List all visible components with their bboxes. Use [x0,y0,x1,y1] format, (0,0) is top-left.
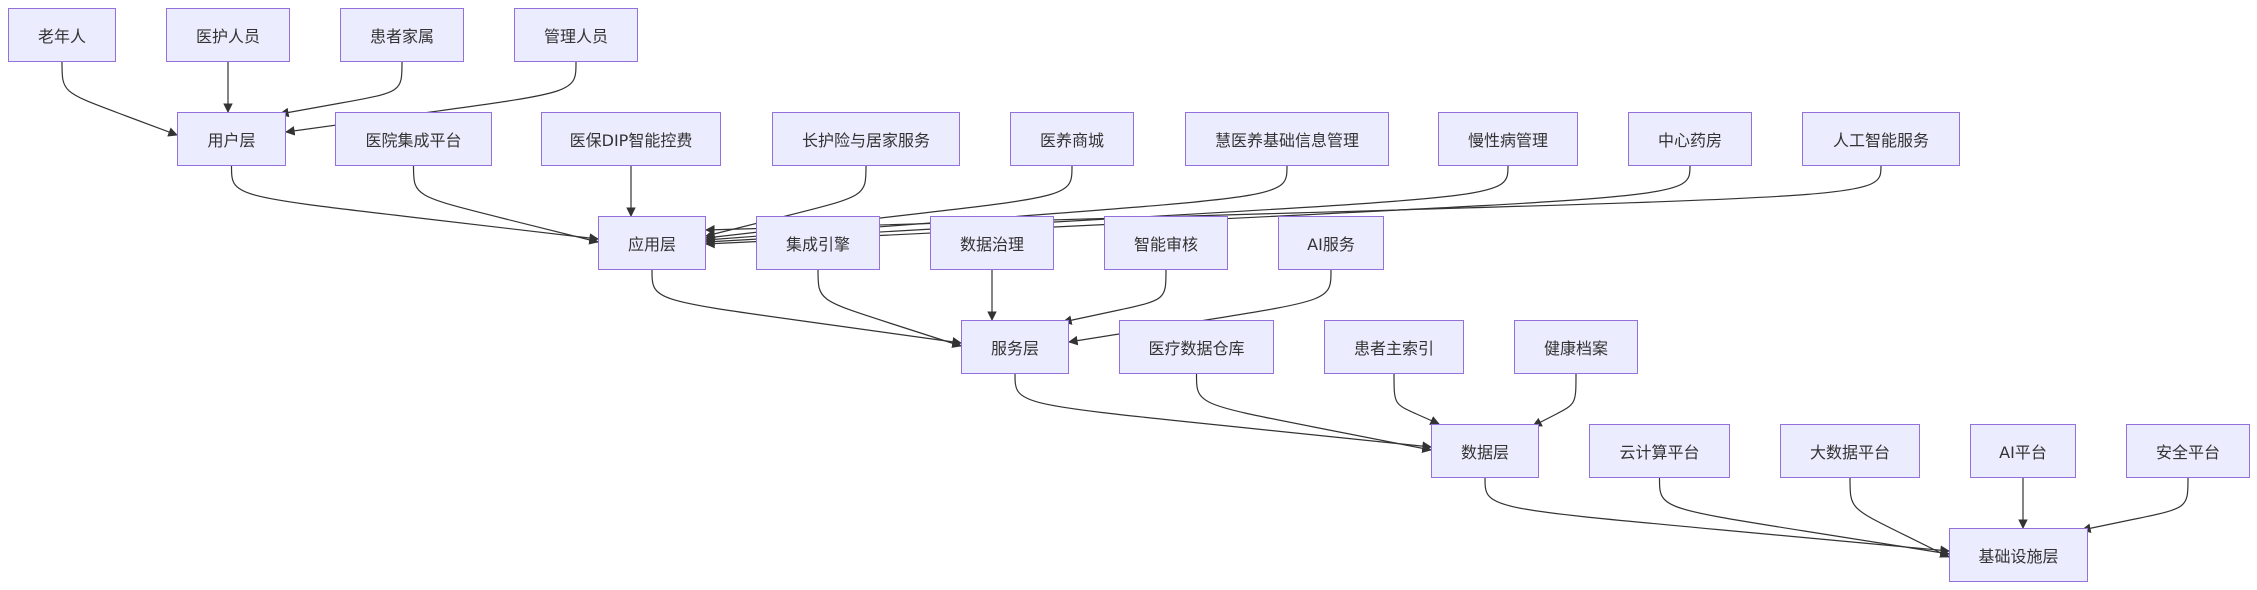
node-mall[interactable]: 医养商城 [1010,112,1134,166]
node-aiservice[interactable]: AI服务 [1278,216,1384,270]
node-empi[interactable]: 患者主索引 [1324,320,1464,374]
edge-family-to-userlayer [279,61,403,118]
edge-bigdata-to-infra [1849,477,1950,558]
node-datalayer[interactable]: 数据层 [1431,424,1539,478]
node-bigdata[interactable]: 大数据平台 [1780,424,1920,478]
edge-cloud-to-infra [1658,477,1950,558]
node-security[interactable]: 安全平台 [2126,424,2250,478]
edge-admin-to-userlayer [285,61,577,136]
edge-engine-to-svclayer [817,269,962,348]
node-admin[interactable]: 管理人员 [514,8,638,62]
node-pharmacy[interactable]: 中心药房 [1628,112,1752,166]
node-audit[interactable]: 智能审核 [1104,216,1228,270]
node-aisvc[interactable]: 人工智能服务 [1802,112,1960,166]
edge-security-to-infra [2081,477,2189,533]
edge-ehr-to-datalayer [1532,373,1577,427]
node-family[interactable]: 患者家属 [340,8,464,62]
node-elderly[interactable]: 老年人 [8,8,116,62]
node-infra[interactable]: 基础设施层 [1949,528,2088,582]
edge-aisvc-to-applayer [705,165,1882,235]
edge-empi-to-datalayer [1393,373,1440,425]
edge-datalayer-to-infra [1484,477,1950,555]
node-baseinfo[interactable]: 慧医养基础信息管理 [1185,112,1389,166]
edge-elderly-to-userlayer [61,61,178,137]
node-medstaff[interactable]: 医护人员 [166,8,290,62]
node-userlayer[interactable]: 用户层 [177,112,286,166]
node-cloud[interactable]: 云计算平台 [1589,424,1730,478]
node-ltc[interactable]: 长护险与居家服务 [772,112,960,166]
edge-hospplat-to-applayer [412,165,599,245]
node-applayer[interactable]: 应用层 [598,216,706,270]
edge-svclayer-to-datalayer [1014,373,1432,451]
edge-warehouse-to-datalayer [1195,373,1432,454]
node-ehr[interactable]: 健康档案 [1514,320,1638,374]
node-hospplat[interactable]: 医院集成平台 [335,112,492,166]
edge-audit-to-svclayer [1062,269,1167,325]
node-engine[interactable]: 集成引擎 [756,216,880,270]
node-chronic[interactable]: 慢性病管理 [1438,112,1578,166]
node-governance[interactable]: 数据治理 [930,216,1054,270]
node-svclayer[interactable]: 服务层 [961,320,1069,374]
edge-applayer-to-svclayer [651,269,962,347]
node-warehouse[interactable]: 医疗数据仓库 [1119,320,1274,374]
node-dip[interactable]: 医保DIP智能控费 [541,112,721,166]
node-aiplat[interactable]: AI平台 [1970,424,2076,478]
